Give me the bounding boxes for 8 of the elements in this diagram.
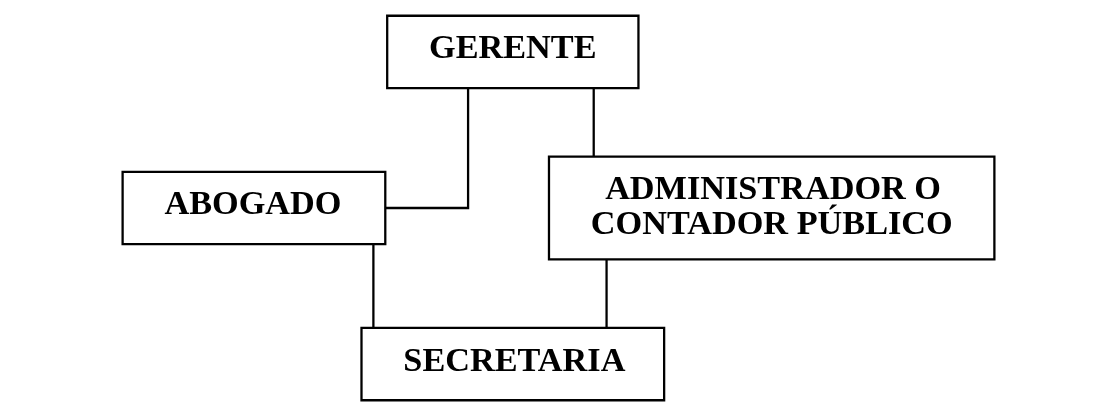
node-box: ABOGADO [121,170,387,246]
connector [605,259,608,328]
node-box: GERENTE [386,14,640,90]
node-box: SECRETARIA [360,326,666,402]
node-box: ADMINISTRADOR O CONTADOR PÚBLICO [547,155,996,261]
connector [592,88,595,157]
connector [385,88,470,210]
connector [372,244,375,328]
